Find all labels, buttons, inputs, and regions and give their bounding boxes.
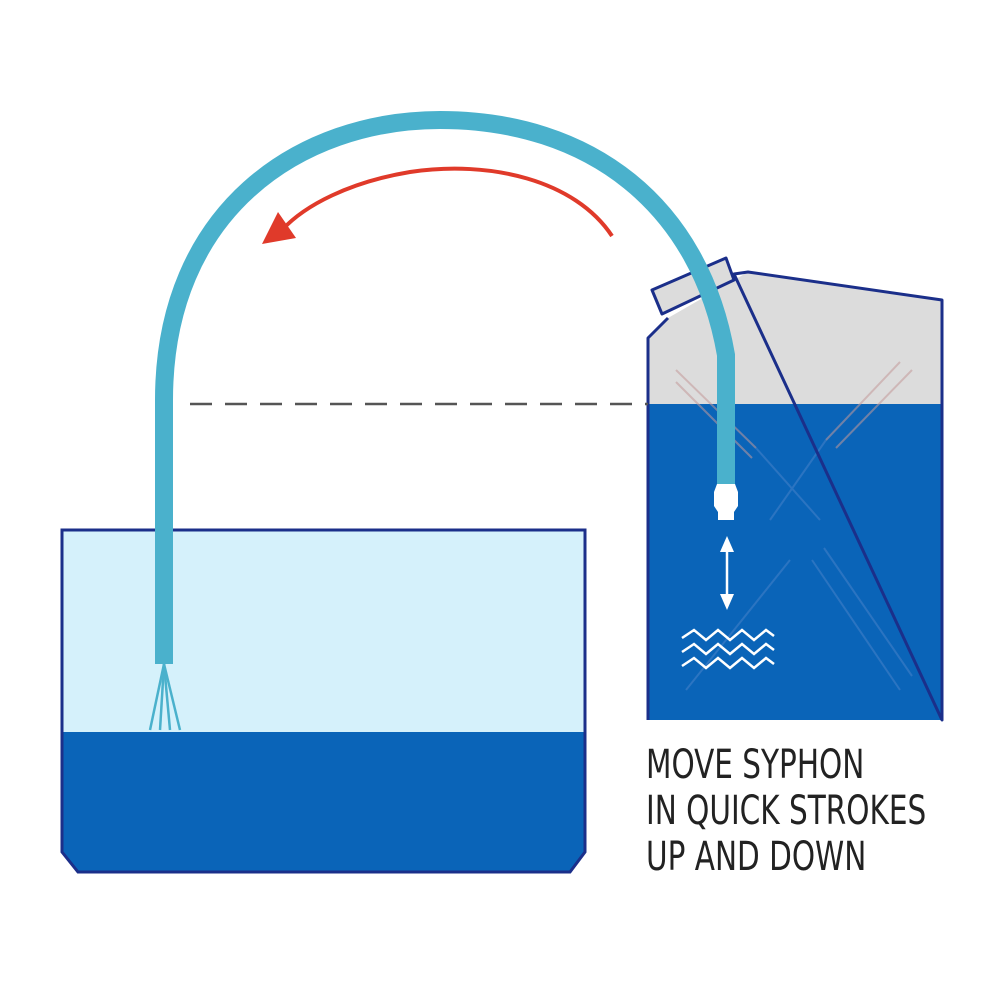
destination-tank-air <box>62 530 585 732</box>
caption-line-3: UP AND DOWN <box>646 834 867 880</box>
canister-water <box>648 404 942 720</box>
instruction-caption: MOVE SYPHON IN QUICK STROKES UP AND DOWN <box>646 742 927 880</box>
canister-ribs-lower <box>685 439 913 691</box>
up-down-arrow-icon <box>720 536 734 610</box>
siphon-tube <box>155 110 735 664</box>
canister-ribs <box>675 361 913 459</box>
outflow-streams <box>148 663 182 731</box>
destination-tank <box>60 528 587 874</box>
caption-line-1: MOVE SYPHON <box>646 742 865 788</box>
siphon-valve <box>714 470 738 520</box>
wave-icon <box>681 628 775 670</box>
caption-line-2: IN QUICK STROKES <box>646 788 927 834</box>
destination-tank-water <box>62 732 585 872</box>
flow-arrow <box>262 166 614 244</box>
flow-arrow-head <box>262 212 296 244</box>
tube-outlet-end <box>155 655 173 664</box>
flow-arrow-arc <box>280 166 614 238</box>
destination-tank-outline <box>60 528 587 874</box>
source-canister <box>646 256 944 722</box>
canister-outline <box>646 270 944 722</box>
